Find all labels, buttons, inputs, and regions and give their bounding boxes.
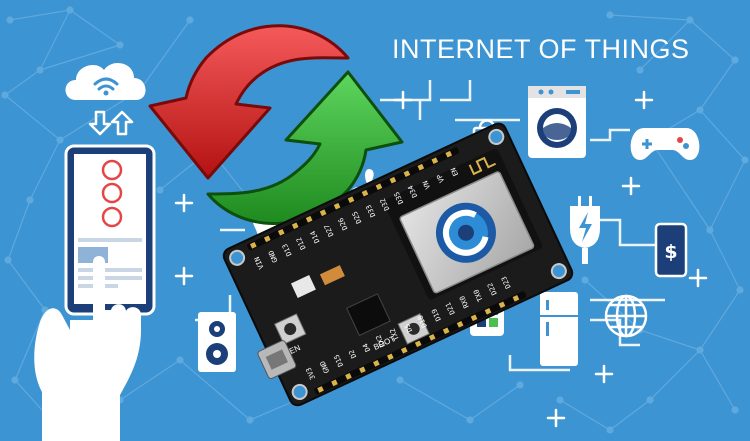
micro-usb-port[interactable] (257, 340, 297, 380)
pin-top-label: VN (421, 179, 432, 190)
pin-top-pad (291, 222, 299, 230)
pin-bottom-pad (414, 340, 422, 348)
pin-top-pad (403, 170, 411, 178)
dollar-sign-icon: $ (664, 241, 677, 263)
pin-bottom-pad (373, 360, 380, 367)
game-controller-icon (630, 128, 700, 160)
sync-arrow-red-icon (148, 24, 350, 180)
pin-top-label: EN (449, 166, 460, 177)
pin-bottom-label: D4 (361, 342, 372, 353)
pin-top-pad (347, 196, 355, 204)
plus-signs (174, 90, 708, 428)
pin-bottom-pad (387, 353, 394, 361)
pin-top-pad (445, 150, 453, 158)
pin-bottom-pad (400, 347, 408, 354)
pin-top-pad (305, 215, 313, 223)
pin-bottom-pad (428, 334, 436, 341)
en-button-label: EN (288, 343, 302, 356)
pin-top-pad (361, 189, 369, 197)
pin-top-pad (277, 228, 285, 236)
pin-top-pad (389, 176, 397, 184)
updown-arrows-icon (88, 110, 134, 136)
smartphone-icon (64, 144, 156, 316)
pin-bottom-pad (512, 294, 520, 302)
globe-icon (604, 294, 648, 338)
pin-bottom-pad (470, 314, 478, 322)
power-plug-icon (570, 196, 600, 264)
regulator (291, 274, 316, 298)
pointing-hand-icon (34, 256, 141, 441)
pin-bottom-pad (345, 373, 352, 380)
pin-top-pad (319, 209, 327, 217)
pin-bottom-label: D5 (403, 322, 414, 333)
module-logo-icon (435, 202, 496, 263)
page-title: INTERNET OF THINGS (392, 34, 690, 64)
refrigerator-icon (540, 292, 578, 366)
usb-uart-chip (346, 293, 391, 337)
en-button[interactable] (274, 313, 307, 345)
speaker-icon (198, 312, 236, 372)
pin-bottom-pad (456, 320, 464, 328)
pin-top-pad (431, 157, 439, 165)
pin-top-pad (375, 183, 383, 191)
pin-top-pad (250, 241, 257, 249)
washing-machine-icon (528, 86, 586, 158)
pin-bottom-pad (359, 366, 366, 374)
pin-top-pad (417, 163, 425, 171)
mobile-payment-icon: $ (654, 222, 688, 278)
pin-bottom-label: D2 (347, 348, 358, 359)
pin-bottom-pad (331, 379, 338, 387)
pin-top-pad (333, 202, 341, 210)
pin-bottom-pad (498, 301, 506, 309)
wifi-cloud-icon (65, 63, 146, 100)
pin-top-label: VP (435, 173, 446, 184)
capacitor (319, 265, 345, 286)
boot-button[interactable] (397, 313, 430, 345)
pin-bottom-pad (484, 307, 492, 315)
pin-bottom-pad (442, 327, 450, 335)
pin-bottom-pad (317, 386, 324, 393)
pin-top-pad (263, 235, 271, 243)
